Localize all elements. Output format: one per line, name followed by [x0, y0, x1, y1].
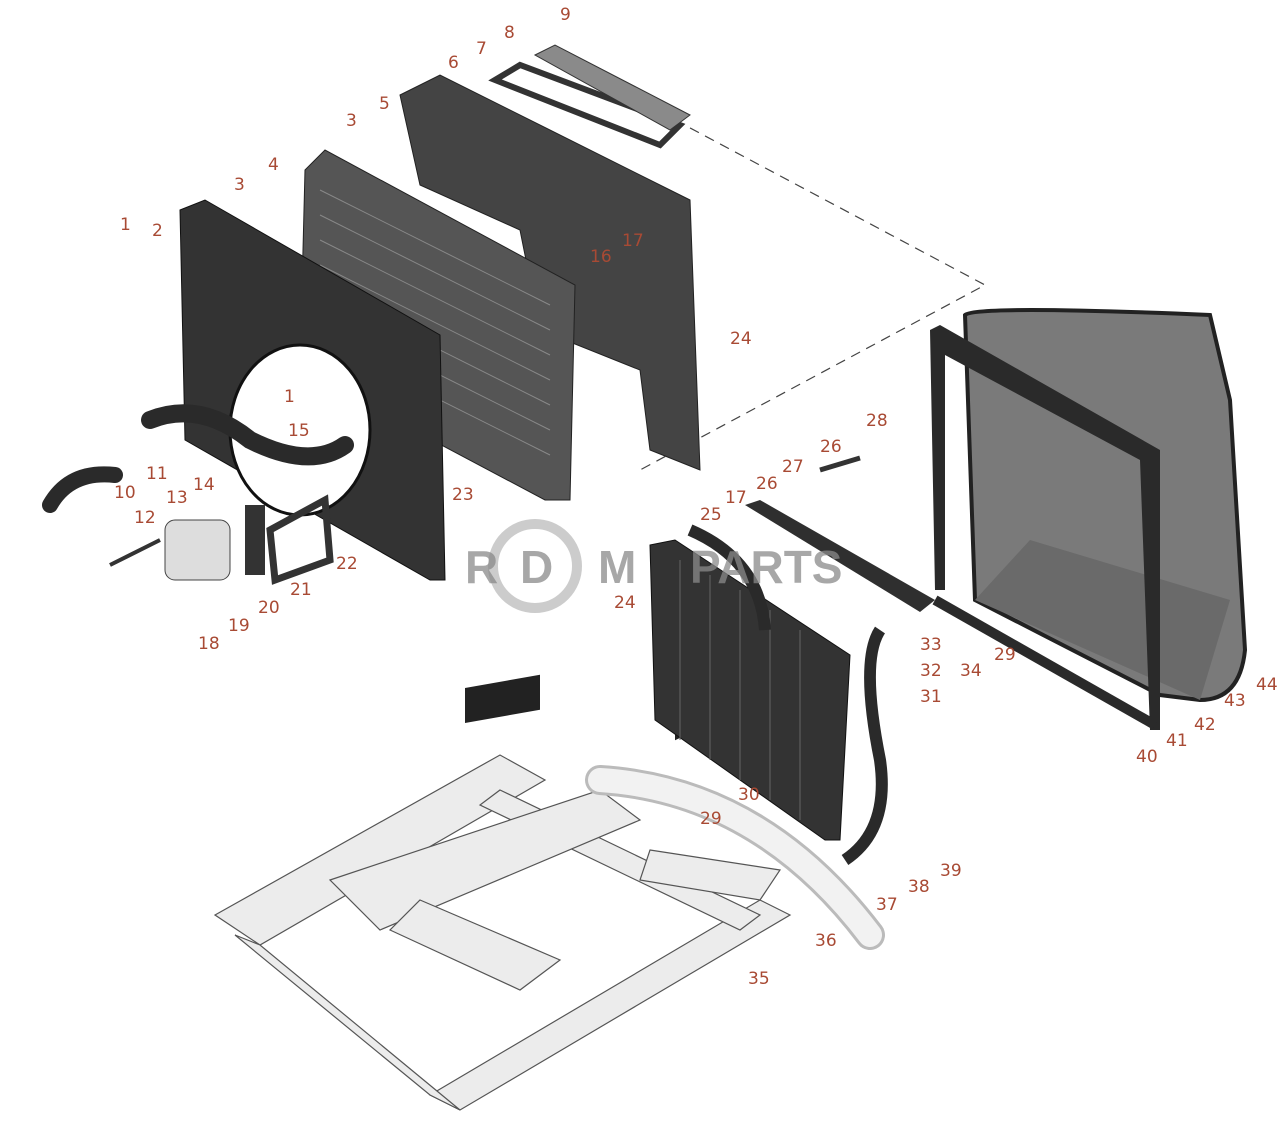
callout-33: 33	[920, 635, 942, 655]
callout-35: 35	[748, 969, 770, 989]
callout-30: 30	[738, 785, 760, 805]
mount-pad	[465, 674, 540, 724]
callout-3: 3	[346, 111, 357, 131]
callout-25: 25	[700, 505, 722, 525]
callout-14: 14	[193, 475, 215, 495]
svg-text:R: R	[465, 541, 498, 593]
callout-28: 28	[866, 411, 888, 431]
callout-12: 12	[134, 508, 156, 528]
callout-2: 2	[152, 221, 163, 241]
callout-37: 37	[876, 895, 898, 915]
callout-11: 11	[146, 464, 168, 484]
callout-38: 38	[908, 877, 930, 897]
bracket-plate	[266, 494, 334, 585]
svg-text:PARTS: PARTS	[690, 541, 843, 593]
top-gasket	[488, 61, 686, 149]
mount-bar	[745, 500, 935, 612]
callout-5: 5	[379, 94, 390, 114]
callout-20: 20	[258, 598, 280, 618]
cooler-fins	[679, 560, 801, 820]
callout-40: 40	[1136, 747, 1158, 767]
callout-1: 1	[120, 215, 131, 235]
callout-6: 6	[448, 53, 459, 73]
callout-16: 16	[590, 247, 612, 267]
callout-18: 18	[198, 634, 220, 654]
callout-21: 21	[290, 580, 312, 600]
bolt	[819, 455, 861, 473]
callout-8: 8	[504, 23, 515, 43]
return-hose	[841, 626, 888, 865]
callout-26: 26	[820, 437, 842, 457]
callout-27: 27	[782, 457, 804, 477]
cabin-floor	[975, 540, 1230, 700]
callout-9: 9	[560, 5, 571, 25]
callout-31: 31	[920, 687, 942, 707]
callout-34: 34	[960, 661, 982, 681]
callout-19: 19	[228, 616, 250, 636]
svg-text:D: D	[520, 541, 553, 593]
svg-text:M: M	[598, 541, 636, 593]
upper-hose	[141, 404, 354, 466]
screen-frame	[930, 325, 1160, 730]
callout-4: 4	[268, 155, 279, 175]
callout-44: 44	[1256, 675, 1278, 695]
callout-36: 36	[815, 931, 837, 951]
callout-26: 26	[756, 474, 778, 494]
callout-13: 13	[166, 488, 188, 508]
callout-23: 23	[452, 485, 474, 505]
callout-24: 24	[730, 329, 752, 349]
top-plate	[533, 44, 691, 131]
lower-hose	[42, 466, 123, 513]
watermark-logo: R D M PARTS	[465, 519, 843, 613]
bracket	[245, 505, 265, 575]
callout-3: 3	[234, 175, 245, 195]
callout-1: 1	[284, 387, 295, 407]
callout-24: 24	[614, 593, 636, 613]
callout-29: 29	[700, 809, 722, 829]
callout-10: 10	[114, 483, 136, 503]
callout-22: 22	[336, 554, 358, 574]
bottom-rail	[932, 595, 1158, 730]
rod	[109, 538, 161, 567]
callout-7: 7	[476, 39, 487, 59]
callout-17: 17	[725, 488, 747, 508]
expansion-tank	[164, 519, 231, 581]
callout-43: 43	[1224, 691, 1246, 711]
cooler-hose	[687, 524, 771, 631]
tube-inner	[588, 768, 882, 947]
callout-32: 32	[920, 661, 942, 681]
callout-15: 15	[288, 421, 310, 441]
callout-29: 29	[994, 645, 1016, 665]
chassis-frame	[213, 754, 792, 1111]
guide-line	[599, 79, 987, 471]
callout-17: 17	[622, 231, 644, 251]
callout-39: 39	[940, 861, 962, 881]
callout-42: 42	[1194, 715, 1216, 735]
callout-41: 41	[1166, 731, 1188, 751]
